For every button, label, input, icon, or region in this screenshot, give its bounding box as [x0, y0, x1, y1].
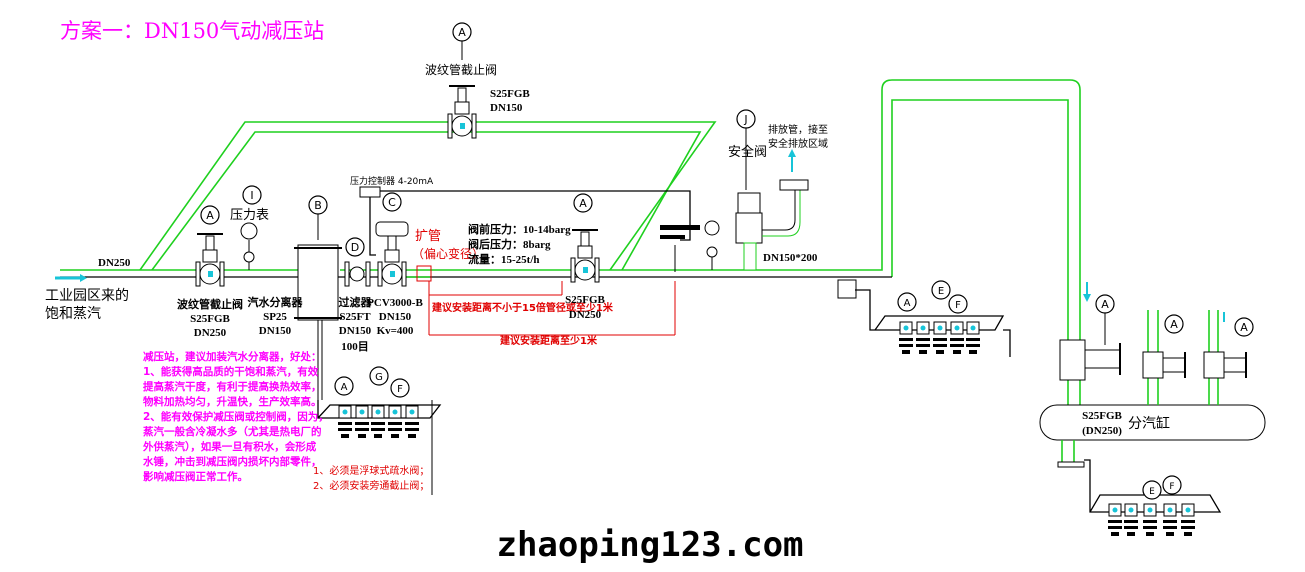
expander-label-2: （偏心变径） — [412, 246, 484, 261]
bypass-valve-model: S25FGB — [490, 88, 530, 100]
bypass-valve-size: DN150 — [490, 102, 523, 114]
main-pipe — [60, 79, 1081, 405]
note-line: 减压站，建议加装汽水分离器，好处： — [143, 350, 322, 363]
inlet-label-2: 饱和蒸汽 — [45, 306, 101, 322]
outlet-valve-size: DN250 — [569, 309, 602, 321]
note-red-line: 2、必须安装旁通截止阀； — [313, 479, 429, 492]
note-line: 物料加热均匀，升温快，生产效率高。 — [143, 395, 322, 408]
flow-arrow-head-icon — [80, 274, 87, 282]
trap-group-mid[interactable]: A E F — [837, 279, 1011, 357]
param-inlet-pressure: 阀前压力：10-14barg — [468, 222, 571, 236]
steam-separator[interactable]: B — [294, 195, 342, 400]
note-line: 水锤，冲击到减压阀内损坏内部零件， — [142, 455, 322, 468]
branch-valve-2[interactable]: A — [1203, 312, 1254, 379]
pressure-gauge: I — [240, 185, 262, 270]
trap-bottom-tag-2: F — [1169, 482, 1174, 492]
param-flow: 流量：15-25t/h — [468, 252, 540, 266]
inlet-valve-size: DN250 — [194, 327, 227, 339]
separator-model: SP25 — [263, 311, 287, 323]
expander-label-1: 扩管 — [415, 229, 441, 244]
note-line: 2、能有效保护减压阀或控制阀，因为， — [143, 410, 329, 423]
note-line: 蒸汽一般含冷凝水多（尤其是热电厂的 — [143, 425, 322, 438]
controller-label: 压力控制器 4-20mA — [350, 175, 434, 187]
vent-label-1: 排放管，接至 — [768, 123, 828, 136]
param-outlet-pressure: 阀后压力：8barg — [468, 237, 551, 251]
separator-tag: B — [314, 199, 322, 212]
dimension-1: 建议安装距离不小于15倍管径或至少1米 — [431, 301, 614, 314]
expander-marker — [416, 265, 432, 282]
outlet-globe-valve[interactable]: A — [570, 193, 600, 283]
watermark: zhaoping123.com — [496, 525, 803, 565]
safety-valve-name: 安全阀 — [728, 144, 767, 160]
safety-valve-tag: J — [743, 113, 747, 126]
trap-left-tag-2: G — [375, 372, 383, 383]
branch-valve-1[interactable]: A — [1142, 314, 1186, 379]
separator-size: DN150 — [259, 325, 292, 337]
vent-arrow-icon — [788, 149, 796, 157]
trap-requirements-note: 1、必须是浮球式疏水阀； 2、必须安装旁通截止阀； — [313, 464, 429, 492]
inlet-globe-valve[interactable]: A — [195, 205, 225, 287]
gauge-label: 压力表 — [230, 208, 269, 223]
bypass-valve-name: 波纹管截止阀 — [425, 62, 497, 77]
pressure-controller[interactable] — [359, 186, 700, 272]
header-model: S25FGB — [1082, 410, 1122, 422]
note-red-line: 1、必须是浮球式疏水阀； — [313, 464, 429, 477]
inlet-valve-model: S25FGB — [190, 313, 230, 325]
inlet-valve-tag: A — [206, 209, 214, 222]
note-line: 1、能获得高品质的干饱和蒸汽，有效 — [143, 365, 319, 378]
trap-mid-tag-2: E — [938, 286, 944, 297]
separator-name: 汽水分离器 — [248, 295, 304, 309]
trap-left-tag-1: A — [341, 382, 348, 393]
branch-tag-3: A — [1240, 321, 1248, 334]
gauge-tag: I — [250, 189, 253, 202]
separator-benefits-note: 减压站，建议加装汽水分离器，好处： 1、能获得高品质的干饱和蒸汽，有效 提高蒸汽… — [142, 350, 329, 483]
dimension-2: 建议安装距离至少1米 — [499, 334, 598, 347]
safety-valve-size: DN150*200 — [763, 252, 818, 264]
prv-kv: Kv=400 — [377, 325, 414, 337]
outlet-valve-model: S25FGB — [565, 294, 605, 306]
gauge-icon — [240, 222, 258, 240]
outlet-valve-tag: A — [579, 197, 587, 210]
prv-tag: C — [388, 196, 396, 209]
branch-tag-1: A — [1101, 298, 1109, 311]
branch-tag-2: A — [1170, 318, 1178, 331]
trap-bottom-tag-1: E — [1149, 487, 1155, 497]
strainer-mesh: 100目 — [341, 340, 369, 353]
note-line: 提高蒸汽干度，有利于提高换热效率， — [143, 380, 322, 393]
page-title: 方案一：DN150气动减压站 — [60, 19, 324, 43]
siphon-icon — [706, 246, 718, 258]
inlet-valve-name: 波纹管截止阀 — [177, 297, 243, 311]
pressure-control-valve[interactable]: C — [375, 192, 409, 287]
prv-model: PCV3000-B — [367, 297, 423, 309]
note-line: 外供蒸汽），如果一旦有积水，会形成 — [142, 440, 317, 453]
trap-left-tag-3: F — [397, 384, 403, 395]
strainer-size: DN150 — [339, 325, 372, 337]
bypass-globe-valve[interactable]: A — [447, 22, 477, 139]
strainer[interactable]: D — [344, 237, 371, 287]
gauge-icon — [704, 220, 720, 236]
header-size: (DN250) — [1082, 425, 1122, 437]
strainer-model: S25FT — [339, 311, 371, 323]
header-name: 分汽缸 — [1128, 415, 1170, 432]
inlet-label-1: 工业园区来的 — [45, 288, 129, 304]
prv-size: DN150 — [379, 311, 412, 323]
safety-valve[interactable]: J — [735, 109, 809, 271]
strainer-name: 过滤器 — [339, 295, 373, 309]
trap-mid-tag-1: A — [904, 298, 911, 309]
vent-label-2: 安全排放区域 — [768, 137, 828, 150]
dimension-lines — [428, 281, 676, 336]
strainer-tag: D — [351, 241, 359, 254]
bypass-valve-tag: A — [458, 26, 466, 39]
inlet-size: DN250 — [98, 257, 131, 269]
header-inlet-valve[interactable]: A — [1059, 294, 1121, 381]
flow-down-arrow-icon — [1083, 294, 1091, 302]
trap-group-left[interactable]: A G F — [317, 366, 442, 495]
trap-mid-tag-3: F — [955, 300, 961, 311]
note-line: 影响减压阀正常工作。 — [143, 470, 248, 483]
